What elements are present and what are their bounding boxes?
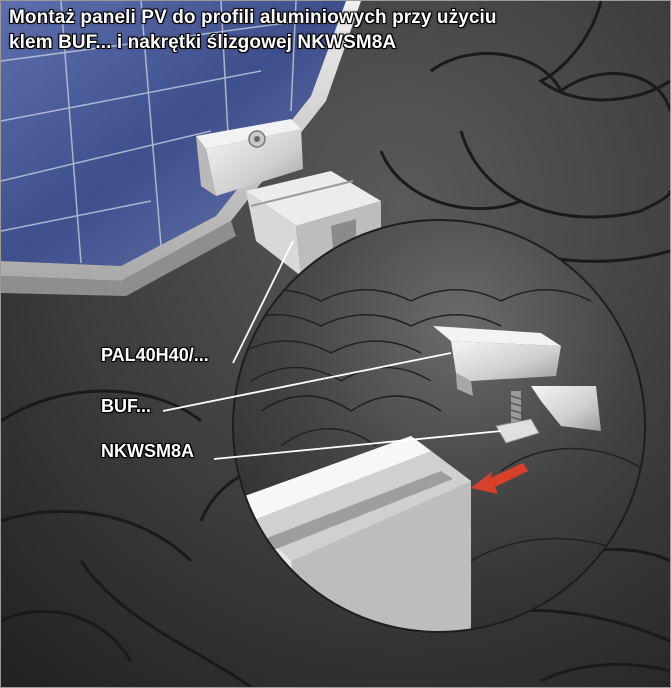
leader-lines <box>162 240 502 460</box>
title-line-2: klem BUF... i nakrętki ślizgowej NKWSM8A <box>9 32 397 53</box>
arrow-down-left-icon <box>471 463 528 494</box>
label-nut: NKWSM8A <box>101 441 194 461</box>
leader-line-nut <box>213 430 502 460</box>
detail-zoom-circle <box>232 219 646 633</box>
end-clamp-installed <box>196 119 303 196</box>
leader-line-profile <box>232 240 294 364</box>
label-clamp: BUF... <box>101 396 152 416</box>
title-line-1: Montaż paneli PV do profili aluminiowych… <box>9 7 497 28</box>
leader-line-clamp <box>162 352 452 412</box>
label-profile: PAL40H40/... <box>101 345 209 365</box>
